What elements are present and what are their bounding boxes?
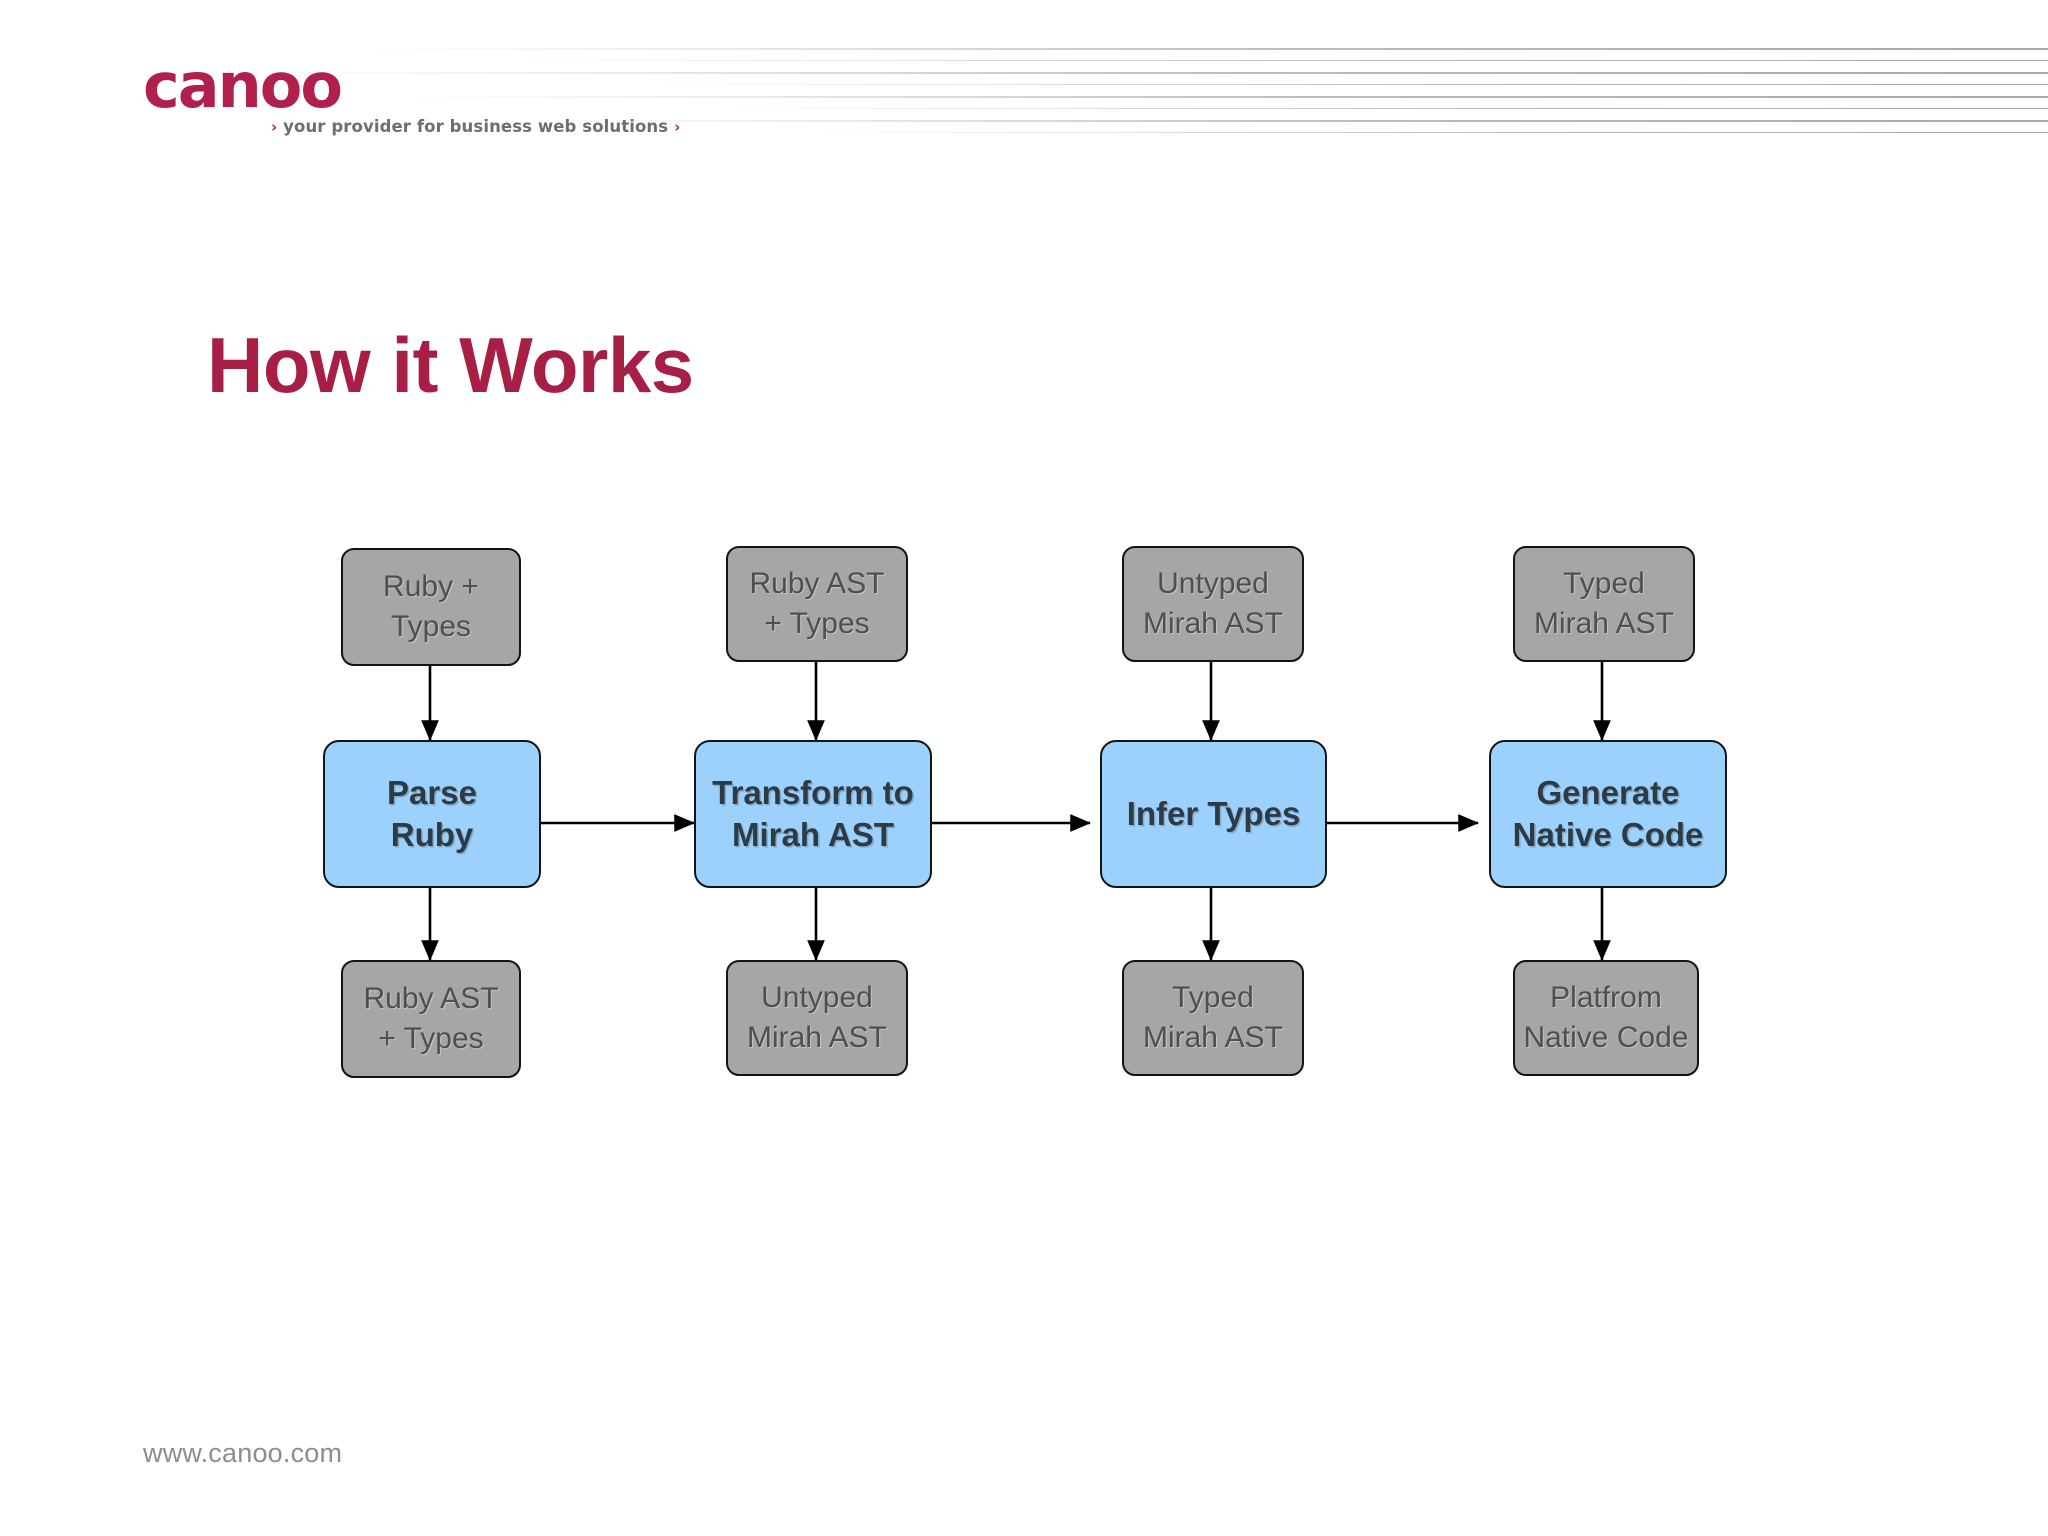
logo-tagline-text: your provider for business web solutions xyxy=(283,117,669,136)
logo-wordmark: canoo xyxy=(143,49,343,122)
process-node-stage-1[interactable]: Parse Ruby xyxy=(323,740,541,888)
node-label: Parse Ruby xyxy=(387,774,477,853)
process-node-stage-2[interactable]: Transform to Mirah AST xyxy=(694,740,932,888)
node-label: Platfrom Native Code xyxy=(1523,981,1689,1054)
data-node-output-stage-3[interactable]: Typed Mirah AST xyxy=(1122,960,1304,1076)
process-node-stage-3[interactable]: Infer Types xyxy=(1100,740,1327,888)
node-label: Untyped Mirah AST xyxy=(746,981,888,1054)
footer-url: www.canoo.com xyxy=(143,1438,343,1468)
data-node-output-stage-2[interactable]: Untyped Mirah AST xyxy=(726,960,908,1076)
page-title: How it Works xyxy=(207,321,694,409)
node-label: Typed Mirah AST xyxy=(1142,981,1284,1054)
node-label: Infer Types xyxy=(1126,795,1301,832)
data-node-input-stage-2[interactable]: Ruby AST + Types xyxy=(726,546,908,662)
node-label: Transform to Mirah AST xyxy=(712,774,914,853)
logo-tagline: › your provider for business web solutio… xyxy=(271,117,680,136)
node-label: Typed Mirah AST xyxy=(1533,567,1675,640)
chevron-right-glyph: › xyxy=(674,118,681,136)
node-label: Ruby AST + Types xyxy=(749,567,885,640)
chevron-left-glyph: › xyxy=(271,118,278,136)
data-node-input-stage-3[interactable]: Untyped Mirah AST xyxy=(1122,546,1304,662)
process-to-output-arrows xyxy=(421,886,1611,962)
node-label: Ruby AST + Types xyxy=(363,982,499,1055)
process-node-stage-4[interactable]: Generate Native Code xyxy=(1489,740,1727,888)
data-node-output-stage-1[interactable]: Ruby AST + Types xyxy=(341,960,521,1078)
header-decorative-lines xyxy=(0,0,2048,150)
input-to-process-arrows xyxy=(421,661,1611,742)
slide-header: canoo › your provider for business web s… xyxy=(0,0,2048,150)
data-node-input-stage-4[interactable]: Typed Mirah AST xyxy=(1513,546,1695,662)
node-label: Generate Native Code xyxy=(1512,774,1704,853)
data-node-output-stage-4[interactable]: Platfrom Native Code xyxy=(1513,960,1699,1076)
data-node-input-stage-1[interactable]: Ruby + Types xyxy=(341,548,521,666)
canoo-logo: canoo › your provider for business web s… xyxy=(143,49,680,145)
node-label: Untyped Mirah AST xyxy=(1142,567,1284,640)
node-label: Ruby + Types xyxy=(383,570,479,643)
